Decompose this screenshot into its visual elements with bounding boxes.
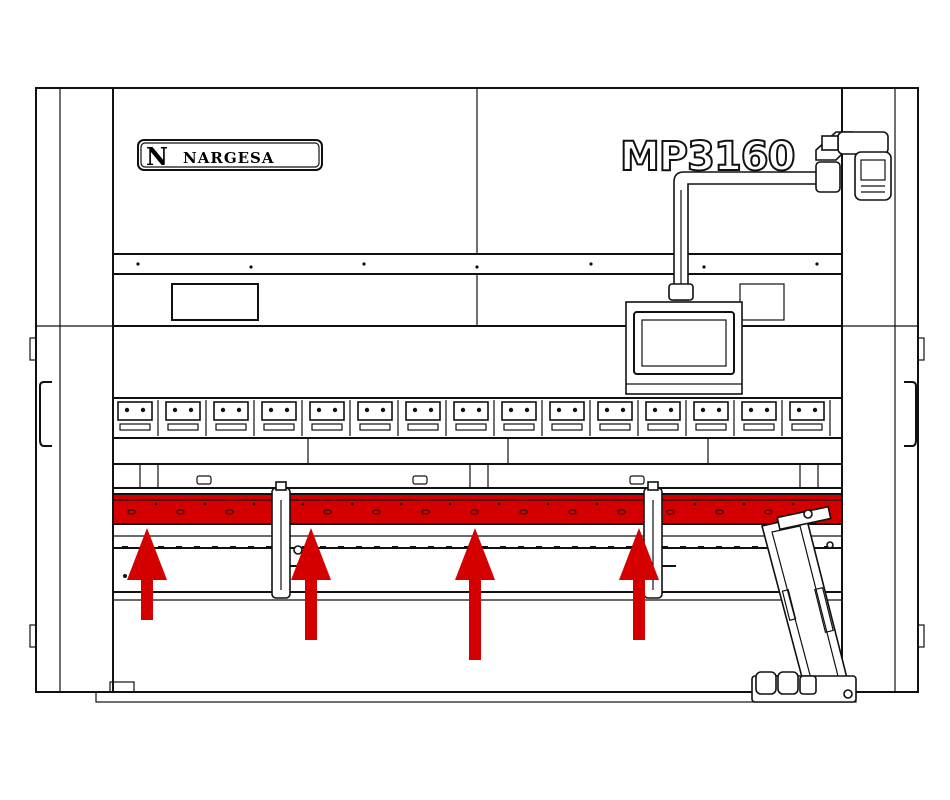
beam-screw: [203, 502, 207, 506]
table-tick: [752, 546, 758, 549]
table-tick: [464, 546, 470, 549]
table-tick: [536, 546, 542, 549]
control-arm: [668, 131, 889, 301]
beam-screw: [350, 502, 354, 506]
table-tick: [518, 546, 524, 549]
beam-screw: [693, 502, 697, 506]
table-tick: [662, 546, 668, 549]
table-tick: [338, 546, 344, 549]
punch-clamp: [117, 400, 159, 436]
table-tick: [824, 546, 830, 549]
table-tick: [410, 546, 416, 549]
table-tick: [482, 546, 488, 549]
sheet-support-left: [271, 481, 306, 599]
punch-clamp: [645, 400, 687, 436]
beam-screw: [448, 502, 452, 506]
punch-clamp: [597, 400, 639, 436]
brand-name: NARGESA: [183, 149, 275, 167]
table-tick: [608, 546, 614, 549]
punch-clamp: [309, 400, 351, 436]
table-tick: [266, 546, 272, 549]
punch-clamp: [165, 400, 207, 436]
upward-arrow-icon: [619, 528, 659, 640]
upward-arrow-icon: [455, 528, 495, 660]
table-tick: [392, 546, 398, 549]
table-tick: [500, 546, 506, 549]
name-plate: [171, 283, 259, 321]
table-tick: [356, 546, 362, 549]
table-tick: [248, 546, 254, 549]
table-tick: [590, 546, 596, 549]
punch-clamp: [357, 400, 399, 436]
table-tick: [230, 546, 236, 549]
lower-beam: [112, 493, 844, 525]
beam-screw: [154, 502, 158, 506]
table-tick: [374, 546, 380, 549]
beam-screw: [252, 502, 256, 506]
punch-clamp: [453, 400, 495, 436]
beam-screw: [301, 502, 305, 506]
beam-hole: [568, 509, 577, 515]
foot-pedal: [751, 505, 857, 703]
force-arrows: [127, 528, 821, 660]
punch-clamp: [789, 400, 831, 436]
table-tick: [554, 546, 560, 549]
upper-cover: [112, 87, 843, 327]
side-plate: [739, 283, 785, 321]
table-tick: [194, 546, 200, 549]
table-tick: [158, 546, 164, 549]
table-tick: [122, 546, 128, 549]
punch-clamp: [549, 400, 591, 436]
beam-hole: [127, 509, 136, 515]
beam-hole: [176, 509, 185, 515]
beam-hole: [764, 509, 773, 515]
upper-beam: [112, 437, 843, 489]
beam-screw: [791, 502, 795, 506]
table-tick: [212, 546, 218, 549]
beam-screw: [497, 502, 501, 506]
punch-clamp: [501, 400, 543, 436]
table-tick: [320, 546, 326, 549]
beam-hole: [666, 509, 675, 515]
brand-logo: N NARGESA: [137, 139, 323, 171]
table-tick: [716, 546, 722, 549]
table-tick: [428, 546, 434, 549]
beam-hole: [323, 509, 332, 515]
table-tick: [698, 546, 704, 549]
beam-hole: [225, 509, 234, 515]
beam-hole: [519, 509, 528, 515]
beam-screw: [546, 502, 550, 506]
beam-hole: [715, 509, 724, 515]
beam-hole: [470, 509, 479, 515]
beam-screw: [595, 502, 599, 506]
table-tick: [626, 546, 632, 549]
beam-screw: [399, 502, 403, 506]
punch-clamp: [405, 400, 447, 436]
upward-arrow-icon: [127, 528, 167, 620]
punch-clamp: [213, 400, 255, 436]
beam-hole: [617, 509, 626, 515]
cnc-screen: [625, 301, 743, 395]
punch-clamp-row: [112, 397, 843, 439]
beam-hole: [372, 509, 381, 515]
punch-clamp: [261, 400, 303, 436]
table-tick: [572, 546, 578, 549]
cover-screws: [136, 262, 819, 269]
table-tick: [680, 546, 686, 549]
beam-hole: [421, 509, 430, 515]
upward-arrow-icon: [291, 528, 331, 640]
punch-clamp: [693, 400, 735, 436]
red-tool-beam: [112, 493, 843, 525]
table-tick: [734, 546, 740, 549]
logo-letter: N: [146, 142, 168, 171]
table-tick: [446, 546, 452, 549]
table-tick: [176, 546, 182, 549]
punch-clamp: [741, 400, 783, 436]
left-side-frame: [29, 87, 114, 693]
beam-screw: [742, 502, 746, 506]
control-pendant: [854, 151, 892, 201]
